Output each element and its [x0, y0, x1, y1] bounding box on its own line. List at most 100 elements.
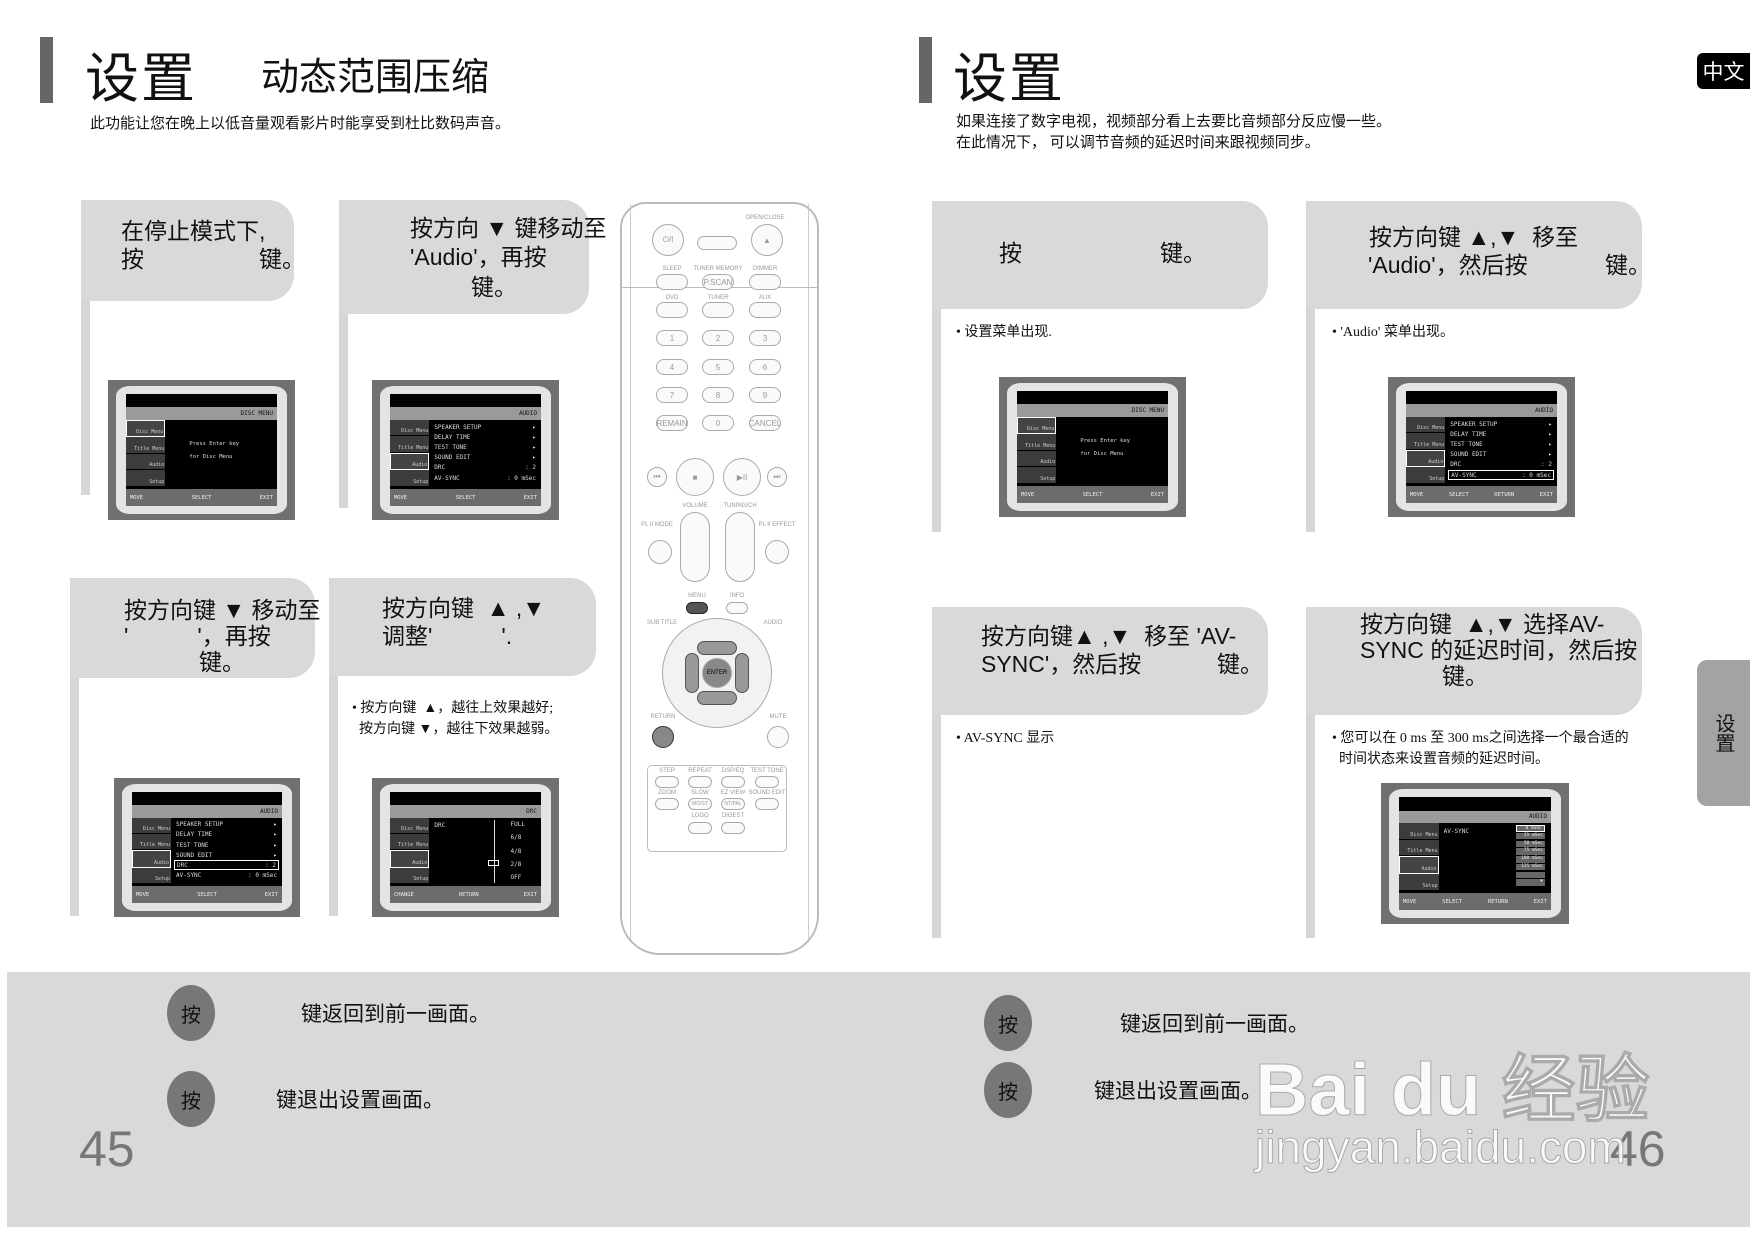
- remote-function-button[interactable]: [655, 776, 679, 788]
- step-text: ' '，再按: [124, 623, 271, 649]
- avsync-option: 0 mSec: [1516, 825, 1545, 832]
- menu-button[interactable]: [686, 602, 708, 614]
- step-text: 按方向键 ▼ 移动至: [124, 597, 321, 623]
- remote-function-button[interactable]: NT/PAL: [721, 798, 745, 810]
- step-text: 按 键。: [121, 246, 305, 272]
- tuner-button[interactable]: [702, 302, 734, 318]
- digit-button[interactable]: 0: [702, 415, 734, 431]
- digit-button[interactable]: 2: [702, 330, 734, 346]
- pl2-effect-button[interactable]: [765, 540, 789, 564]
- aux-button[interactable]: [749, 302, 781, 318]
- stop-button[interactable]: ■: [676, 458, 714, 496]
- language-tab[interactable]: 中文: [1697, 53, 1750, 89]
- info-button[interactable]: [726, 602, 748, 614]
- footer-hint: EXIT: [1533, 898, 1547, 905]
- power-button[interactable]: ⏻/I: [652, 224, 684, 256]
- remote-function-button[interactable]: MO/ST: [688, 798, 712, 810]
- volume-label: VOLUME: [682, 503, 708, 509]
- step-text: 按方向键 ▲,▼ 移至: [1369, 224, 1579, 250]
- exit-instruction: 键退出设置画面。: [276, 1088, 444, 1112]
- enter-button[interactable]: ENTER: [702, 658, 732, 688]
- screen-message: Press Enter key: [1080, 438, 1131, 445]
- remote-function-button[interactable]: [755, 776, 779, 788]
- menu-item-value: : 0 mSec: [248, 871, 277, 879]
- screen-menu-row: TEST TONE▸: [1448, 439, 1554, 449]
- digit-button[interactable]: REMAIN: [656, 415, 688, 431]
- digit-button[interactable]: 6: [749, 359, 781, 375]
- screen-sidebar-item: Audio: [1017, 450, 1057, 468]
- screen-menu-row: SOUND EDIT▸: [432, 453, 538, 463]
- remote-function-button[interactable]: [721, 776, 745, 788]
- navigation-pad[interactable]: [662, 618, 772, 728]
- digit-button[interactable]: 5: [702, 359, 734, 375]
- screen-sidebar-item: Audio: [1406, 449, 1446, 468]
- sleep-button[interactable]: [656, 274, 688, 290]
- remote-label: TUNER: [707, 295, 729, 301]
- screen-sidebar-item: Disc Menu: [132, 817, 171, 834]
- screen-sidebar-item: Audio: [126, 453, 166, 471]
- screen-sidebar-item: Title Menu: [390, 833, 430, 851]
- step-stem: [1306, 307, 1315, 532]
- section-side-tab[interactable]: 设置: [1697, 660, 1750, 806]
- digit-button[interactable]: CANCEL: [749, 415, 781, 431]
- tuning-rocker[interactable]: [725, 512, 755, 582]
- volume-rocker[interactable]: [680, 512, 710, 582]
- down-arrow-button[interactable]: [697, 691, 737, 705]
- return-button[interactable]: [652, 726, 674, 748]
- tuner-memory-button[interactable]: P.SCAN: [702, 274, 734, 290]
- screen-menu-row: DELAY TIME▸: [174, 830, 279, 840]
- remote-function-button[interactable]: [755, 798, 779, 810]
- remote-function-button[interactable]: [721, 822, 745, 834]
- step-text: 按方向键▲ ,▼ 移至 'AV-: [981, 623, 1237, 649]
- remote-function-button[interactable]: [688, 776, 712, 788]
- pl2-mode-button[interactable]: [648, 540, 672, 564]
- baidu-watermark-logo: Bai du 经验: [1255, 1048, 1651, 1132]
- next-button[interactable]: ⏭: [767, 467, 787, 487]
- right-arrow-button[interactable]: [735, 653, 749, 693]
- display-button[interactable]: [697, 236, 737, 250]
- screen-body: SPEAKER SETUP▸DELAY TIME▸TEST TONE▸SOUND…: [174, 820, 279, 883]
- dvd-button[interactable]: [656, 302, 688, 318]
- avsync-option: ▼: [1516, 879, 1545, 886]
- play-pause-button[interactable]: ▶II: [723, 458, 761, 496]
- mute-button[interactable]: [767, 726, 789, 748]
- return-instruction: 键返回到前一画面。: [1120, 1012, 1309, 1036]
- step-stem: [339, 312, 348, 508]
- avsync-item-label: AV-SYNC: [1443, 827, 1469, 835]
- remote-function-button[interactable]: [655, 798, 679, 810]
- digit-button[interactable]: 4: [656, 359, 688, 375]
- dimmer-button[interactable]: [749, 274, 781, 290]
- menu-item-label: AV-SYNC: [176, 871, 202, 879]
- menu-item-label: AV-SYNC: [434, 474, 460, 482]
- left-arrow-button[interactable]: [685, 653, 699, 693]
- digit-button[interactable]: 9: [749, 387, 781, 403]
- step-stem: [1306, 713, 1315, 938]
- up-arrow-button[interactable]: [697, 641, 737, 655]
- remote-lower-panel: [647, 765, 787, 852]
- digit-button[interactable]: 3: [749, 330, 781, 346]
- screen-sidebar-item: Audio: [1399, 856, 1439, 875]
- digit-button[interactable]: 8: [702, 387, 734, 403]
- eject-button[interactable]: ▲: [751, 224, 783, 256]
- drc-item-label: DRC: [434, 822, 446, 830]
- section-subtitle: 动态范围压缩: [261, 57, 490, 99]
- digit-button[interactable]: 7: [656, 387, 688, 403]
- previous-button[interactable]: ⏮: [647, 467, 667, 487]
- remote-function-button[interactable]: [688, 822, 712, 834]
- digit-button[interactable]: 1: [656, 330, 688, 346]
